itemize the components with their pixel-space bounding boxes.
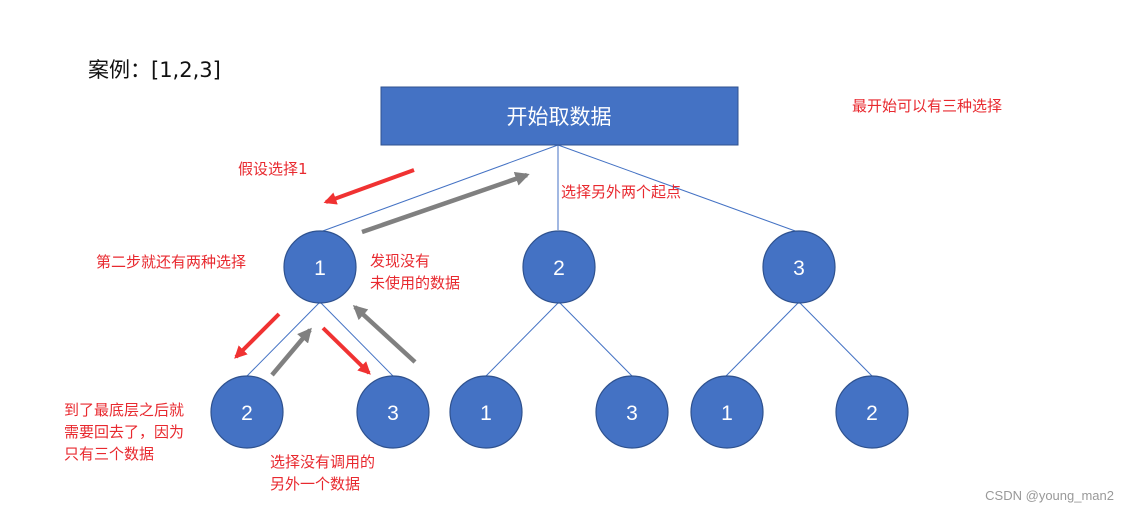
annotation-top-right: 最开始可以有三种选择 xyxy=(852,97,1003,115)
annotation-bottom-return-line-1: 到了最底层之后就 xyxy=(64,401,185,419)
level2-node-2: 3 xyxy=(356,375,430,449)
annotation-bottom-return-line-2: 需要回去了，因为 xyxy=(64,423,185,441)
page-title: 案例：[1,2,3] xyxy=(88,58,221,82)
annotation-assume: 假设选择1 xyxy=(238,160,308,178)
level2-node-4: 3 xyxy=(595,375,669,449)
edge-node-3-to-child-2 xyxy=(798,301,873,377)
annotation-found-none-line-2: 未使用的数据 xyxy=(370,274,461,292)
edge-root-to-node-1 xyxy=(319,144,559,233)
level2-node-1-label: 2 xyxy=(241,402,253,425)
level2-node-6: 2 xyxy=(835,375,909,449)
level2-node-5-label: 1 xyxy=(721,402,733,425)
edge-root-to-node-3 xyxy=(557,144,799,233)
gray-arrow-back-to-root xyxy=(361,171,530,235)
watermark: CSDN @young_man2 xyxy=(985,488,1114,503)
root-box xyxy=(380,86,739,146)
level1-node-2: 2 xyxy=(522,230,596,304)
annotation-found-none: 发现没有 未使用的数据 xyxy=(370,250,460,294)
red-arrow-down-to-3 xyxy=(321,326,371,375)
annotation-select-other-one-line-2: 另外一个数据 xyxy=(270,475,361,493)
annotation-select-other-one: 选择没有调用的 另外一个数据 xyxy=(270,451,375,495)
annotation-bottom-return: 到了最底层之后就 需要回去了，因为 只有三个数据 xyxy=(64,399,184,465)
level1-node-3: 3 xyxy=(762,230,836,304)
edge-node-3-to-child-1 xyxy=(725,301,800,377)
red-arrow-assume-select-1 xyxy=(323,168,415,205)
edge-node-2-to-child-1 xyxy=(485,301,560,377)
gray-arrow-up-from-2 xyxy=(270,327,312,377)
red-arrow-down-to-2 xyxy=(234,312,281,359)
level2-node-2-label: 3 xyxy=(387,402,399,425)
level1-node-2-label: 2 xyxy=(553,257,565,280)
annotation-select-other-one-line-1: 选择没有调用的 xyxy=(270,453,376,471)
gray-arrow-up-from-3 xyxy=(352,305,417,364)
level2-node-4-label: 3 xyxy=(626,402,638,425)
annotation-step-two: 第二步就还有两种选择 xyxy=(96,253,247,271)
root-label: 开始取数据 xyxy=(507,105,612,129)
level2-node-5: 1 xyxy=(690,375,764,449)
annotation-select-other-two: 选择另外两个起点 xyxy=(561,183,682,201)
annotation-found-none-line-1: 发现没有 xyxy=(370,252,431,270)
level2-node-3: 1 xyxy=(449,375,523,449)
level2-node-1: 2 xyxy=(210,375,284,449)
level1-node-1-label: 1 xyxy=(314,257,326,280)
annotation-bottom-return-line-3: 只有三个数据 xyxy=(64,445,155,463)
edge-node-2-to-child-3 xyxy=(558,301,633,377)
level2-node-6-label: 2 xyxy=(866,402,878,425)
level1-node-3-label: 3 xyxy=(793,257,805,280)
level1-node-1: 1 xyxy=(283,230,357,304)
edge-node-1-to-child-3 xyxy=(319,301,394,377)
level2-node-3-label: 1 xyxy=(480,402,492,425)
edge-node-1-to-child-2 xyxy=(246,301,321,377)
